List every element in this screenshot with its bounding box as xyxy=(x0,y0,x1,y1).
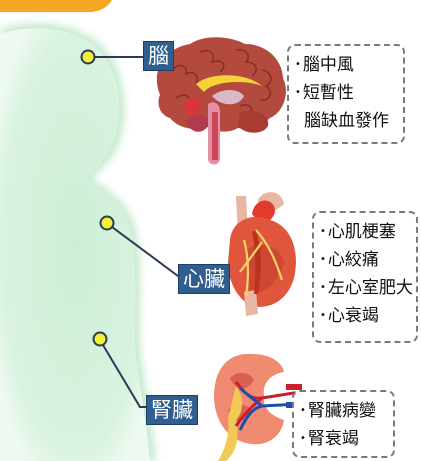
kidney-disease-box: •腎臟病變 •腎衰竭 xyxy=(292,390,395,458)
disease-item: •左心室肥大 xyxy=(320,274,412,302)
disease-item: •腎衰竭 xyxy=(300,425,389,453)
heart-label: 心臟 xyxy=(178,264,230,294)
corner-tab xyxy=(0,0,112,12)
kidney-illustration xyxy=(214,354,302,461)
disease-item: •心肌梗塞 xyxy=(320,218,412,246)
heart-marker xyxy=(101,217,114,230)
kidney-marker xyxy=(94,333,107,346)
disease-item: •腦中風 xyxy=(295,51,399,79)
brain-marker xyxy=(82,51,95,64)
brain-disease-box: •腦中風 •短暫性 腦缺血發作 xyxy=(287,44,405,144)
brain-illustration xyxy=(157,37,286,164)
disease-item: •短暫性 xyxy=(295,79,399,107)
heart-illustration xyxy=(228,192,296,316)
disease-item: •腎臟病變 xyxy=(300,397,389,425)
brain-label: 腦 xyxy=(143,41,174,71)
disease-item: 腦缺血發作 xyxy=(295,107,399,135)
disease-item: •心衰竭 xyxy=(320,302,412,330)
heart-disease-box: •心肌梗塞 •心絞痛 •左心室肥大 •心衰竭 xyxy=(312,211,418,343)
kidney-label: 腎臟 xyxy=(146,395,198,425)
disease-item: •心絞痛 xyxy=(320,246,412,274)
